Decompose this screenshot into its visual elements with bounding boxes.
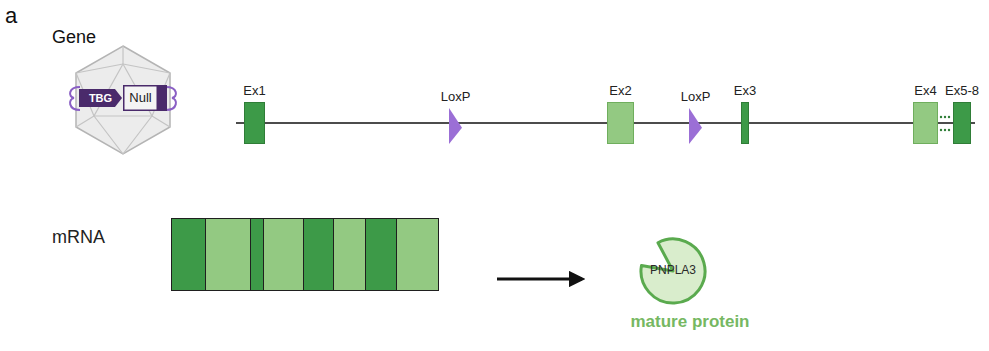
mrna-exon-segment	[334, 219, 366, 291]
itr-hairpin	[166, 87, 176, 110]
loxp-site: LoxP	[449, 108, 462, 144]
aav-capsid-icon	[70, 46, 176, 154]
null-cassette: Null	[123, 85, 158, 111]
loxp-site-text: LoxP	[441, 90, 471, 105]
node-shape	[913, 102, 938, 144]
panel-letter: a	[5, 3, 17, 29]
node-shape	[607, 102, 634, 144]
mrna-exon-segment	[251, 219, 264, 291]
exon-box: Ex4	[913, 102, 938, 144]
exon-box-text: Ex4	[914, 84, 936, 99]
row-label: Gene	[52, 27, 96, 48]
node-shape	[741, 102, 749, 144]
node-shape	[953, 102, 971, 144]
loxp-site-text: LoxP	[681, 90, 711, 105]
dot	[940, 116, 942, 118]
cassette-rect	[124, 86, 158, 111]
exon-box-text: Ex2	[609, 84, 631, 99]
exon-rect	[245, 103, 265, 144]
gene-backbone	[236, 122, 975, 124]
promoter-arrow: TBG	[79, 89, 122, 107]
loxp-site: LoxP	[689, 108, 702, 144]
exon-box: Ex5-8	[953, 102, 971, 144]
pacman-shape	[641, 239, 705, 303]
promoter-arrow-text: TBG	[89, 92, 112, 105]
exon-rect	[742, 103, 749, 144]
dot	[940, 129, 942, 131]
process-arrow	[497, 278, 582, 281]
exon-box: Ex3	[741, 102, 749, 144]
loxp-triangle	[689, 108, 702, 144]
exon-box: Ex1	[244, 102, 265, 144]
exon-rect	[954, 103, 971, 144]
node-shape	[171, 218, 438, 291]
exon-box-text: Ex5-8	[945, 84, 979, 99]
polya-block	[158, 85, 167, 111]
protein-icon-text: PNPLA3	[650, 264, 696, 278]
mrna-exon-segment	[172, 219, 206, 291]
exon-box: Ex2	[607, 102, 634, 144]
mrna-exon-segment	[206, 219, 251, 291]
exon-box-text: Ex3	[734, 84, 756, 99]
promoter-shape	[79, 89, 122, 107]
ellipsis-dots	[940, 116, 950, 131]
capsid-edges	[76, 46, 170, 154]
itr-hairpin	[70, 87, 80, 110]
null-cassette-text: Null	[129, 91, 151, 106]
mrna-exon-segment	[366, 219, 397, 291]
mrna-exon-segment	[304, 219, 334, 291]
loxp-triangle	[449, 108, 462, 144]
dot	[948, 129, 950, 131]
dot	[948, 116, 950, 118]
protein-caption: mature protein	[630, 312, 749, 332]
mrna-exon-segment	[264, 219, 304, 291]
dot	[944, 116, 946, 118]
dot	[944, 129, 946, 131]
protein-icon: PNPLA3	[638, 236, 708, 306]
mrna-exon-segment	[397, 219, 439, 291]
mrna-bar-text: mRNA	[52, 227, 105, 248]
node-shape	[689, 108, 702, 144]
node-shape	[449, 108, 462, 144]
exon-box-text: Ex1	[243, 84, 265, 99]
exon-rect	[608, 103, 634, 144]
node-shape	[244, 102, 265, 144]
capsid-outline	[76, 46, 170, 154]
exon-rect	[914, 103, 938, 144]
mrna-bar: mRNA	[171, 218, 438, 291]
